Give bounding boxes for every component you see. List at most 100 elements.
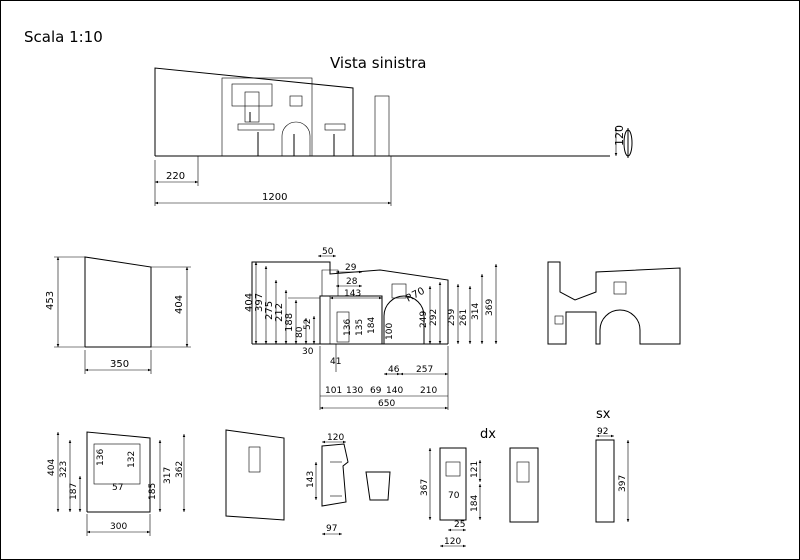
dim-257: 257 bbox=[416, 365, 433, 375]
facade-outline bbox=[154, 67, 354, 156]
window-cut bbox=[613, 281, 627, 295]
panel-dx: dx 367 121 70 184 25 120 bbox=[420, 427, 539, 548]
top-elevation: 120 220 1200 bbox=[154, 67, 633, 206]
scale-label: Scala 1:10 bbox=[24, 28, 103, 46]
dx-part-2 bbox=[509, 447, 539, 523]
canopy bbox=[237, 123, 275, 131]
panel-center: 404 397 275 212 188 80 52 30 136 135 184… bbox=[244, 247, 498, 410]
dim-397: 397 bbox=[254, 293, 265, 312]
panel-right-cutout bbox=[547, 261, 681, 345]
dim-130: 130 bbox=[346, 386, 363, 396]
dim-143: 143 bbox=[306, 471, 316, 488]
dim-136: 136 bbox=[343, 319, 353, 336]
sx-part bbox=[595, 439, 615, 523]
dim-135: 135 bbox=[355, 319, 365, 336]
dim-210: 210 bbox=[420, 386, 437, 396]
dim-figure-height: 120 bbox=[613, 125, 626, 146]
dim-404: 404 bbox=[47, 459, 57, 476]
dim-404: 404 bbox=[174, 295, 185, 314]
panel-sx: sx 92 397 bbox=[595, 407, 630, 523]
dim-317: 317 bbox=[163, 467, 173, 484]
canopy-right bbox=[324, 123, 346, 131]
small-cut bbox=[554, 315, 564, 325]
view-title: Vista sinistra bbox=[330, 54, 426, 72]
dim-120: 120 bbox=[327, 433, 344, 443]
panel-small-window bbox=[225, 429, 285, 521]
panel-outline bbox=[84, 256, 152, 348]
dim-350: 350 bbox=[110, 359, 129, 370]
dim-57: 57 bbox=[112, 483, 123, 493]
dim-132: 132 bbox=[127, 451, 137, 468]
dim-136: 136 bbox=[96, 449, 106, 466]
side-panel bbox=[374, 95, 390, 157]
dim-143: 143 bbox=[344, 289, 361, 299]
dim-92: 92 bbox=[597, 427, 608, 437]
panel-bottom-left: 404 323 187 136 132 57 185 317 362 300 bbox=[47, 431, 186, 536]
dim-100: 100 bbox=[385, 323, 395, 340]
dim-1200: 1200 bbox=[262, 192, 287, 203]
panel-left: 453 404 350 bbox=[45, 256, 191, 374]
dim-r70: R70 bbox=[404, 286, 427, 305]
dim-101: 101 bbox=[325, 386, 342, 396]
dim-249: 249 bbox=[419, 311, 429, 328]
dim-314: 314 bbox=[471, 303, 481, 320]
dim-121: 121 bbox=[470, 461, 480, 478]
dim-25: 25 bbox=[454, 520, 465, 530]
arch-opening bbox=[281, 121, 311, 156]
dim-212: 212 bbox=[274, 303, 285, 322]
dim-362: 362 bbox=[175, 461, 185, 478]
sx-label: sx bbox=[596, 407, 611, 422]
dim-29: 29 bbox=[345, 263, 357, 273]
dim-184: 184 bbox=[470, 495, 480, 512]
dim-30: 30 bbox=[302, 347, 314, 357]
dx-label: dx bbox=[480, 427, 496, 442]
small-parts: 120 143 97 bbox=[306, 433, 391, 536]
dim-292: 292 bbox=[429, 309, 439, 326]
dim-80: 80 bbox=[295, 326, 305, 338]
cutout-outline bbox=[547, 261, 681, 345]
dim-453: 453 bbox=[45, 291, 56, 310]
dim-185: 185 bbox=[148, 483, 158, 500]
dim-259: 259 bbox=[447, 309, 457, 326]
dim-140: 140 bbox=[386, 386, 403, 396]
dim-650: 650 bbox=[378, 399, 395, 409]
dim-50: 50 bbox=[322, 247, 334, 257]
dim-220: 220 bbox=[166, 171, 185, 182]
dim-275: 275 bbox=[264, 301, 275, 320]
upper-door bbox=[244, 91, 260, 123]
arch bbox=[383, 295, 425, 344]
window bbox=[391, 283, 407, 299]
dim-97: 97 bbox=[326, 524, 337, 534]
inner-wall bbox=[319, 295, 383, 344]
dim-184: 184 bbox=[367, 317, 377, 334]
dim-46: 46 bbox=[388, 365, 400, 375]
inner-opening bbox=[93, 443, 141, 485]
panel-outline bbox=[86, 431, 151, 513]
dx-opening bbox=[445, 461, 461, 477]
dim-188: 188 bbox=[284, 313, 295, 332]
dim-28: 28 bbox=[346, 277, 358, 287]
dim-367: 367 bbox=[420, 479, 430, 496]
panel-outline bbox=[225, 429, 285, 521]
dim-69: 69 bbox=[370, 386, 382, 396]
dim-404: 404 bbox=[244, 293, 255, 312]
dim-70: 70 bbox=[448, 491, 460, 501]
dim-300: 300 bbox=[110, 522, 127, 532]
balcony-frame bbox=[231, 83, 273, 107]
part-trapezoid bbox=[365, 471, 391, 501]
dx-window bbox=[516, 461, 530, 483]
house-block bbox=[221, 77, 313, 157]
chimney-box bbox=[321, 269, 339, 296]
dim-52: 52 bbox=[303, 319, 313, 330]
dim-120: 120 bbox=[444, 537, 461, 547]
dim-369: 369 bbox=[485, 299, 495, 316]
dim-397: 397 bbox=[618, 475, 628, 492]
door bbox=[336, 311, 350, 343]
part-bracket bbox=[321, 443, 349, 507]
dim-261: 261 bbox=[459, 309, 469, 326]
dim-187: 187 bbox=[69, 483, 79, 500]
dim-323: 323 bbox=[59, 461, 69, 478]
facade-outline bbox=[251, 261, 449, 344]
